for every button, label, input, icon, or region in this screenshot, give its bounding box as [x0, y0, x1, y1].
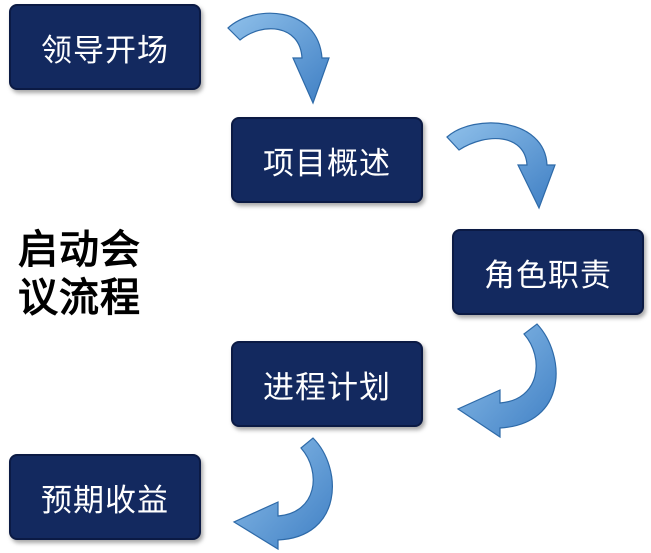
- diagram-title: 启动会 议流程: [18, 226, 141, 322]
- title-line-1: 启动会: [18, 227, 141, 273]
- step-box-project-overview: 项目概述: [231, 117, 423, 203]
- arrow-step3-to-step4: [456, 323, 557, 439]
- step-box-roles-responsibilities: 角色职责: [452, 229, 644, 315]
- step-label: 角色职责: [484, 257, 612, 294]
- step-label: 预期收益: [41, 482, 169, 519]
- arrow-step2-to-step3: [446, 122, 556, 210]
- step-box-expected-benefits: 预期收益: [9, 454, 201, 540]
- step-box-progress-plan: 进程计划: [231, 341, 423, 427]
- step-label: 项目概述: [263, 145, 391, 182]
- step-label: 领导开场: [41, 32, 169, 69]
- arrow-step1-to-step2: [227, 12, 330, 105]
- arrow-step4-to-step5: [232, 437, 333, 551]
- step-box-leadership-opening: 领导开场: [9, 4, 201, 90]
- step-label: 进程计划: [263, 369, 391, 406]
- title-line-2: 议流程: [18, 275, 141, 321]
